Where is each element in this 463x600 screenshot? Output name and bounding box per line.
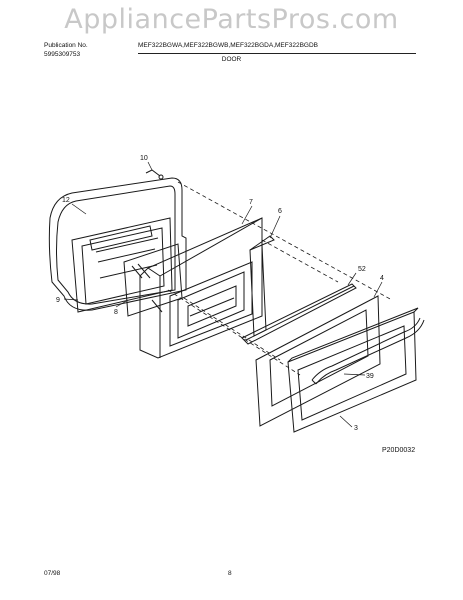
- callout-12: 12: [62, 197, 70, 204]
- model-numbers: MEF322BGWA,MEF322BGWB,MEF322BGDA,MEF322B…: [138, 42, 319, 49]
- part-8-inner-glass: [123, 243, 183, 317]
- callout-10: 10: [140, 155, 148, 162]
- section-title: DOOR: [221, 56, 242, 63]
- header-rule: [138, 53, 416, 54]
- alignment-lines: [167, 181, 393, 376]
- callout-9: 9: [56, 297, 60, 304]
- callout-4: 4: [380, 275, 384, 282]
- page-number: 8: [228, 570, 232, 577]
- callout-3: 3: [354, 425, 358, 432]
- callout-7: 7: [249, 199, 253, 206]
- publication-label: Publication No.: [44, 42, 88, 49]
- callout-39: 39: [366, 373, 374, 380]
- part-4-outer-glass: [255, 295, 381, 427]
- part-12-gasket-frame: [48, 177, 187, 311]
- diagram-code: P20D0032: [382, 447, 416, 454]
- leader-lines: [63, 161, 383, 428]
- part-7-glass-frame: [139, 217, 263, 359]
- part-3-outer-door-panel: [287, 307, 419, 433]
- publication-number: 5995309753: [44, 51, 81, 58]
- callout-8: 8: [114, 309, 118, 316]
- callout-labels: 10 12 7 6 9 8 52 4 39 3: [56, 155, 384, 432]
- watermark: AppliancePartsPros.com: [64, 4, 399, 35]
- part-10-screw: [145, 169, 164, 180]
- footer-date: 07/98: [44, 570, 61, 577]
- part-39-door-handle: [311, 317, 425, 385]
- part-52-trim-strip: [241, 283, 357, 345]
- part-9-inner-liner: [71, 217, 173, 313]
- callout-6: 6: [278, 208, 282, 215]
- callout-52: 52: [358, 266, 366, 273]
